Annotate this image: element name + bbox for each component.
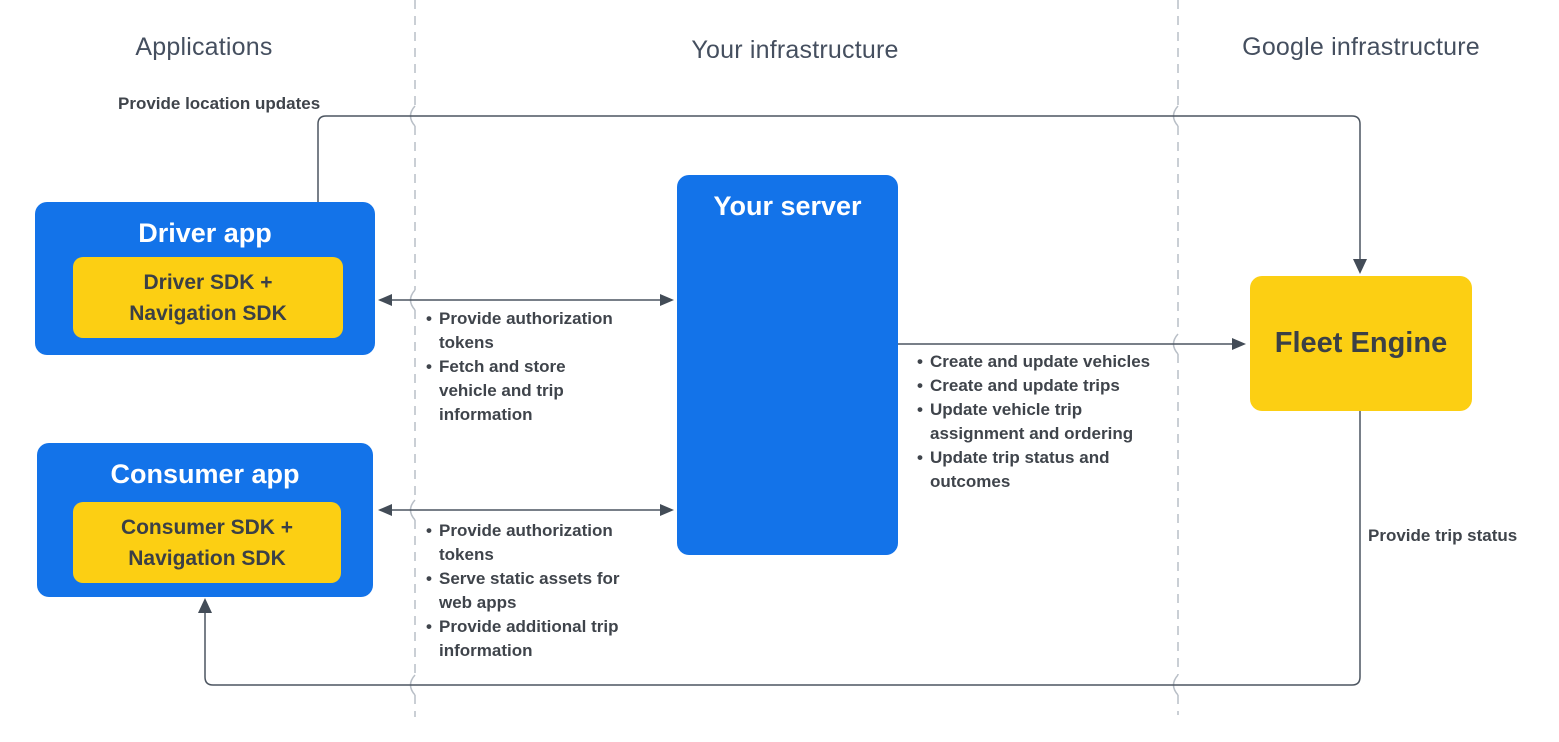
consumer-app-title: Consumer app [110,459,300,489]
fleet-engine-title: Fleet Engine [1274,327,1448,359]
trip-status-label: Provide trip status [1368,526,1518,545]
driver-app-title: Driver app [138,218,272,248]
consumer-server-connector [378,504,674,516]
consumer-server-notes: Provide authorization tokens Serve stati… [426,519,626,663]
location-updates-label: Provide location updates [118,94,321,113]
arrowhead-right-icon [1232,338,1246,350]
lane-divider-right [1172,0,1179,715]
fleet-engine-node: Fleet Engine [1250,276,1472,411]
line-hop [1172,674,1179,696]
note-item: Fetch and store vehicle and trip informa… [426,355,626,427]
arrowhead-up-icon [198,598,212,613]
arrowhead-left-icon [378,504,392,516]
driver-sdk-label: Driver SDK + Navigation SDK [129,270,287,325]
driver-sdk-node: Driver SDK + Navigation SDK [73,257,343,338]
driver-server-notes: Provide authorization tokens Fetch and s… [426,307,626,427]
note-item: Update vehicle trip assignment and order… [917,398,1161,446]
line-hop [409,674,416,696]
lane-label-your-infrastructure: Your infrastructure [691,36,899,64]
consumer-sdk-label: Consumer SDK + Navigation SDK [120,515,294,570]
your-server-title: Your server [713,191,862,221]
note-item: Create and update vehicles [917,350,1161,374]
arrowhead-down-icon [1353,259,1367,274]
note-item: Create and update trips [917,374,1161,398]
lane-label-applications: Applications [135,33,273,61]
server-fleet-connector [898,338,1246,350]
line-hop [409,289,416,311]
note-item: Provide additional trip information [426,615,626,663]
line-hop [1172,333,1179,355]
line-hop [409,499,416,521]
note-item: Provide authorization tokens [426,307,626,355]
note-item: Provide authorization tokens [426,519,626,567]
line-hop [1172,105,1179,127]
your-server-node: Your server [677,175,898,555]
consumer-sdk-node: Consumer SDK + Navigation SDK [73,502,341,583]
note-item: Serve static assets for web apps [426,567,626,615]
lane-label-google-infrastructure: Google infrastructure [1242,33,1480,61]
lane-divider-left [409,0,416,717]
note-item: Update trip status and outcomes [917,446,1161,494]
server-fleet-notes: Create and update vehicles Create and up… [917,350,1161,494]
driver-server-connector [378,294,674,306]
arrowhead-right-icon [660,504,674,516]
arrowhead-left-icon [378,294,392,306]
arrowhead-right-icon [660,294,674,306]
line-hop [409,105,416,127]
